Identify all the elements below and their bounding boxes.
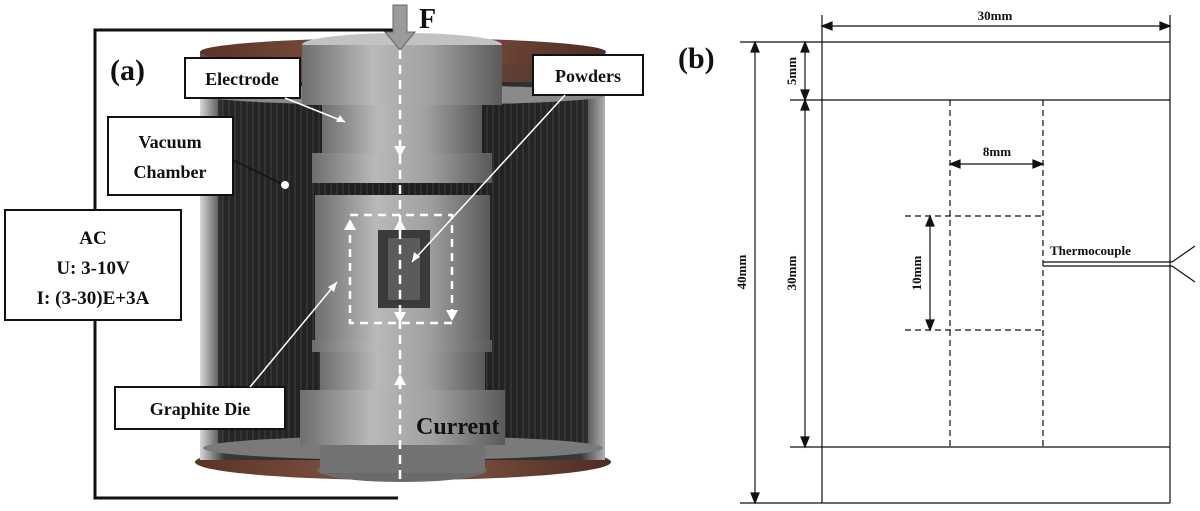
power-supply-voltage: U: 3-10V [56,258,130,279]
thermocouple-label: Thermocouple [1050,243,1131,258]
graphite-die-pointer [249,281,338,388]
vacuum-chamber-label-line1: Vacuum [138,132,201,152]
body-arrow-top [800,98,810,111]
total-arrow-top [750,40,760,53]
power-supply-current: I: (3-30)E+3A [37,288,150,309]
powder-dimension-label: 10mm [909,256,924,291]
bore-dimension-label: 8mm [983,144,1011,159]
graphite-die-pointer-head [328,282,337,292]
force-arrow [383,4,417,51]
top-electrode [302,45,502,105]
bottom-electrode [300,390,505,445]
bore-arrow-left [948,159,961,169]
vacuum-chamber-pointer-dot [281,181,289,189]
width-arrow-right [1159,21,1172,31]
width-arrow-left [820,21,833,31]
current-arrows [344,146,458,385]
vacuum-chamber-label-box [107,116,234,196]
powder-arrow-top [925,214,935,227]
cap-dimension-label: 5mm [784,57,799,85]
vacuum-chamber-pointer [232,159,285,186]
power-supply-type: AC [79,228,106,249]
electrode-pointer [284,97,346,123]
powders-label: Powders [555,66,621,86]
panel-a-label: (a) [110,54,145,87]
width-dimension-label: 30mm [978,8,1013,23]
powders-label-box [532,54,644,96]
top-spacer [322,105,482,153]
body-dimension-label: 30mm [784,256,799,291]
current-label: Current [416,414,500,440]
electrode-label-box [184,57,301,99]
powder-sample [388,238,420,300]
electrode-label: Electrode [205,69,279,89]
powders-pointer-head [412,252,420,262]
thermocouple-leads [1171,245,1196,283]
graphite-die-label-box [114,386,286,430]
cap-arrow-bottom [800,89,810,102]
power-supply-box [4,209,182,321]
bottom-stem [320,445,485,473]
die-highlight-box [348,213,454,325]
panel-b: (b) 30mm 5mm 30mm 40mm [678,8,1196,505]
panel-a: F (a) Electrode Powders Vacuum Chamber [4,4,644,505]
top-punch-flange [312,153,492,183]
powders-pointer [411,94,566,263]
total-arrow-bottom [750,492,760,505]
graphite-die-label: Graphite Die [150,399,251,419]
panel-b-label: (b) [678,42,715,75]
bottom-punch-flange [312,340,492,352]
bore-arrow-right [1032,159,1045,169]
cap-arrow-top [800,40,810,53]
total-dimension-label: 40mm [734,255,749,290]
vacuum-chamber-label-line2: Chamber [134,162,207,182]
electrode-pointer-head [336,115,345,122]
force-label: F [419,4,436,35]
powder-arrow-bottom [925,319,935,332]
body-arrow-bottom [800,436,810,449]
